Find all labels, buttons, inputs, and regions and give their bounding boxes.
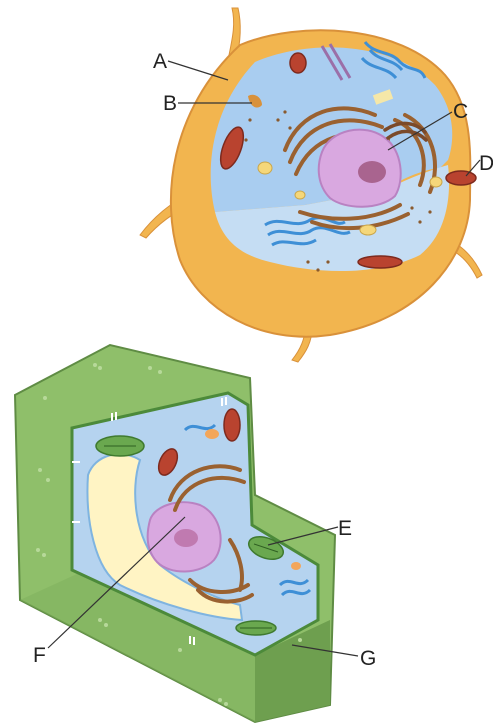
plant-cell <box>15 345 335 722</box>
plant-mitochondrion <box>224 409 240 441</box>
animal-lysosome <box>360 225 376 235</box>
label-a: A <box>153 50 167 73</box>
plant-nucleolus <box>174 529 198 547</box>
label-e: E <box>338 517 352 540</box>
animal-lysosome <box>258 162 272 174</box>
label-d: D <box>479 152 493 175</box>
plant-vesicle <box>291 562 301 570</box>
animal-cell <box>140 8 482 362</box>
animal-mitochondrion-top <box>290 53 306 73</box>
animal-mitochondrion-right <box>446 171 476 185</box>
plant-vesicle <box>205 429 219 439</box>
label-g: G <box>360 647 376 670</box>
animal-nucleolus <box>358 161 386 183</box>
animal-cell-projection-right <box>455 245 482 278</box>
animal-lysosome <box>430 177 442 187</box>
animal-lysosome <box>295 191 305 199</box>
label-c: C <box>453 100 468 123</box>
label-b: B <box>163 92 177 115</box>
animal-mitochondrion-bottom <box>358 256 402 268</box>
label-f: F <box>33 644 46 667</box>
